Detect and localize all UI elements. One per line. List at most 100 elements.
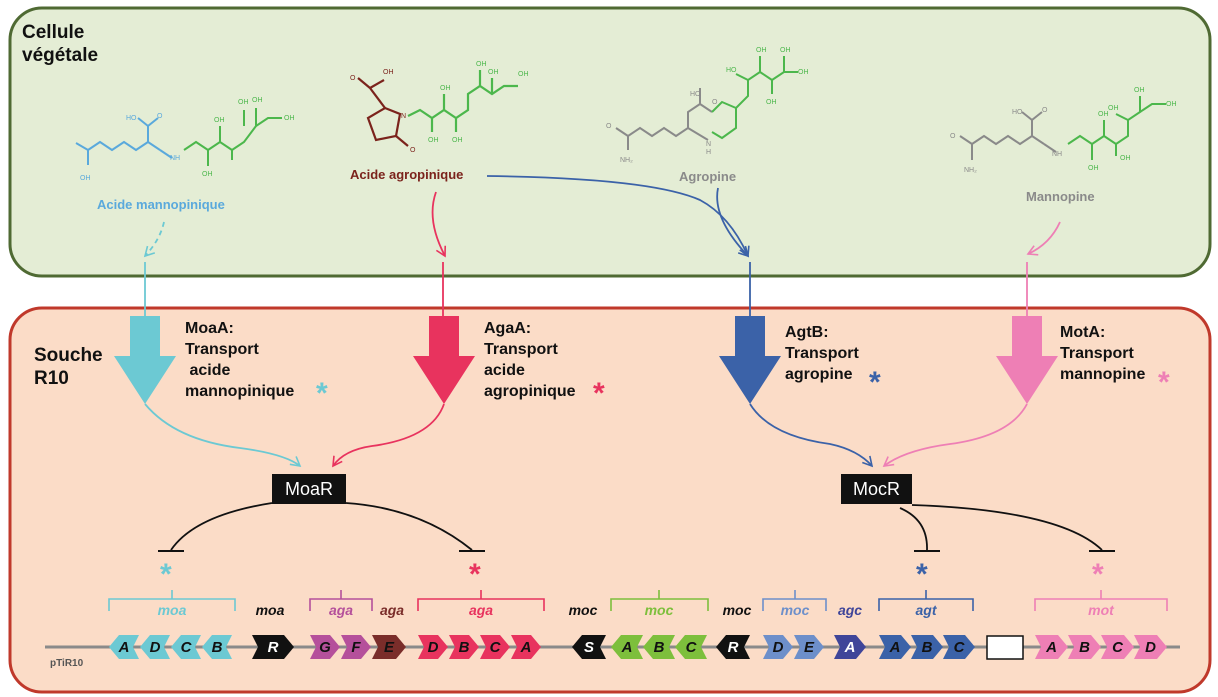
gene-moc-D-arrow bbox=[763, 635, 793, 659]
svg-text:OH: OH bbox=[488, 69, 499, 76]
gene-moa-A-label: A bbox=[118, 639, 130, 656]
svg-text:N: N bbox=[706, 141, 711, 148]
svg-text:OH: OH bbox=[252, 97, 263, 104]
signal-curve-aga-to-moaR bbox=[332, 403, 445, 468]
svg-text:OH: OH bbox=[1098, 111, 1109, 118]
operon-label-agt: agt bbox=[915, 602, 937, 618]
gene-aga-G-arrow bbox=[310, 635, 340, 659]
svg-text:OH: OH bbox=[202, 171, 213, 178]
repression-moaR-aga bbox=[345, 502, 473, 551]
plasmid-label: pTiR10 bbox=[50, 658, 84, 669]
gene-agt-C-arrow bbox=[943, 635, 975, 659]
gene-moc-E-label: E bbox=[804, 639, 815, 656]
gene-aga-C-label: C bbox=[490, 639, 502, 656]
svg-text:O: O bbox=[606, 123, 612, 130]
gene-moc-B-label: B bbox=[654, 639, 665, 656]
plant-cell-title: Cellule végétale bbox=[22, 22, 99, 66]
label-acide-agropinique: Acide agropinique bbox=[350, 167, 464, 182]
gene-aga-E-arrow bbox=[372, 635, 406, 659]
gene-agc-A-label: A bbox=[844, 639, 856, 656]
gene-mocR-arrow bbox=[716, 635, 750, 659]
svg-text:OH: OH bbox=[440, 85, 451, 92]
operon-label-moc-blue: moc bbox=[780, 602, 810, 618]
gene-aga-F-arrow bbox=[341, 635, 371, 659]
transporter-agtB-arrow bbox=[719, 316, 781, 404]
gene-agt-B-label: B bbox=[922, 639, 933, 656]
uptake-arrow-agropinique-to-agt bbox=[486, 175, 750, 258]
svg-text:O: O bbox=[350, 75, 356, 82]
gene-moa-C-arrow bbox=[171, 635, 201, 659]
star-mot-operon: * bbox=[1092, 558, 1104, 591]
plant-cell-compartment bbox=[8, 6, 1212, 278]
svg-text:HO: HO bbox=[1012, 109, 1023, 116]
strain-title: Souche R10 bbox=[34, 345, 103, 389]
transport-label-agaA: AgaA: Transport acide agropinique bbox=[484, 320, 576, 400]
acide-mannopinique-atoms-green: OH OH OH OH OH bbox=[202, 97, 295, 178]
svg-text:NH: NH bbox=[170, 155, 180, 162]
mannopine-atoms-green: OH OH OH OH OH OH bbox=[1088, 87, 1177, 172]
gene-aga-F-label: F bbox=[351, 639, 361, 656]
agropine-atoms-green: HO OH OH OH OH bbox=[726, 47, 809, 106]
gene-mocR-label: R bbox=[728, 639, 739, 656]
svg-text:OH: OH bbox=[780, 47, 791, 54]
svg-text:OH: OH bbox=[1120, 155, 1131, 162]
svg-text:NH₂: NH₂ bbox=[964, 167, 977, 174]
gene-moc-S-label: S bbox=[584, 639, 594, 656]
svg-text:H: H bbox=[706, 149, 711, 156]
operon-label-mot: mot bbox=[1088, 602, 1114, 618]
svg-text:OH: OH bbox=[1088, 165, 1099, 172]
regulator-mocR: MocR bbox=[841, 474, 912, 504]
strain-compartment bbox=[8, 306, 1212, 694]
svg-text:OH: OH bbox=[766, 99, 777, 106]
gene-moa-B-arrow bbox=[202, 635, 232, 659]
svg-text:OH: OH bbox=[798, 69, 809, 76]
gene-aga-D-label: D bbox=[428, 639, 439, 656]
operon-label-mocR: moc bbox=[722, 602, 752, 618]
bracket-moa bbox=[108, 590, 236, 611]
gene-aga-G-label: G bbox=[319, 639, 331, 656]
signal-curve-moa-to-moaR bbox=[144, 403, 302, 468]
gene-aga-B-label: B bbox=[459, 639, 470, 656]
transport-label-moaA: MoaA: Transport acide mannopinique bbox=[185, 320, 295, 400]
operon-label-aga-E: aga bbox=[379, 602, 405, 618]
gene-aga-D-arrow bbox=[418, 635, 448, 659]
svg-text:O: O bbox=[712, 99, 718, 106]
gene-moc-D-label: D bbox=[773, 639, 784, 656]
star-motA: * bbox=[1158, 366, 1170, 399]
svg-text:HO: HO bbox=[726, 67, 737, 74]
regulator-moaR: MoaR bbox=[272, 474, 346, 504]
mannopine-atoms: O NH₂ HO O NH bbox=[950, 107, 1062, 174]
gene-mot-B-label: B bbox=[1079, 639, 1090, 656]
svg-text:OH: OH bbox=[476, 61, 487, 68]
svg-text:OH: OH bbox=[80, 175, 91, 182]
gene-moa-B-label: B bbox=[212, 639, 223, 656]
svg-text:OH: OH bbox=[284, 115, 295, 122]
gene-mot-A-arrow bbox=[1035, 635, 1068, 659]
repression-mocR-mot bbox=[911, 504, 1103, 551]
svg-text:HO: HO bbox=[690, 91, 701, 98]
svg-text:OH: OH bbox=[756, 47, 767, 54]
svg-text:O: O bbox=[1042, 107, 1048, 114]
bracket-agt bbox=[878, 590, 974, 611]
gene-mot-D-label: D bbox=[1145, 639, 1156, 656]
repression-mocR-agt bbox=[899, 507, 928, 551]
svg-text:OH: OH bbox=[383, 69, 394, 76]
bracket-aga-purple bbox=[309, 590, 373, 611]
gene-moa-D-arrow bbox=[140, 635, 170, 659]
svg-text:OH: OH bbox=[452, 137, 463, 144]
transporter-motA-arrow bbox=[996, 316, 1058, 404]
empty-gene-box bbox=[986, 635, 1024, 660]
uptake-arrow-acide-agropinique bbox=[431, 191, 447, 258]
label-agropine: Agropine bbox=[679, 169, 737, 184]
gene-moc-E-arrow bbox=[794, 635, 824, 659]
gene-moa-A-arrow bbox=[109, 635, 139, 659]
svg-text:N: N bbox=[401, 113, 406, 120]
uptake-arrow-agropine bbox=[716, 187, 750, 258]
star-moa-operon: * bbox=[160, 558, 172, 591]
gene-moc-C-label: C bbox=[686, 639, 698, 656]
star-agt-operon: * bbox=[916, 558, 928, 591]
svg-text:HO: HO bbox=[126, 115, 137, 122]
operon-label-moc-green: moc bbox=[644, 602, 674, 618]
